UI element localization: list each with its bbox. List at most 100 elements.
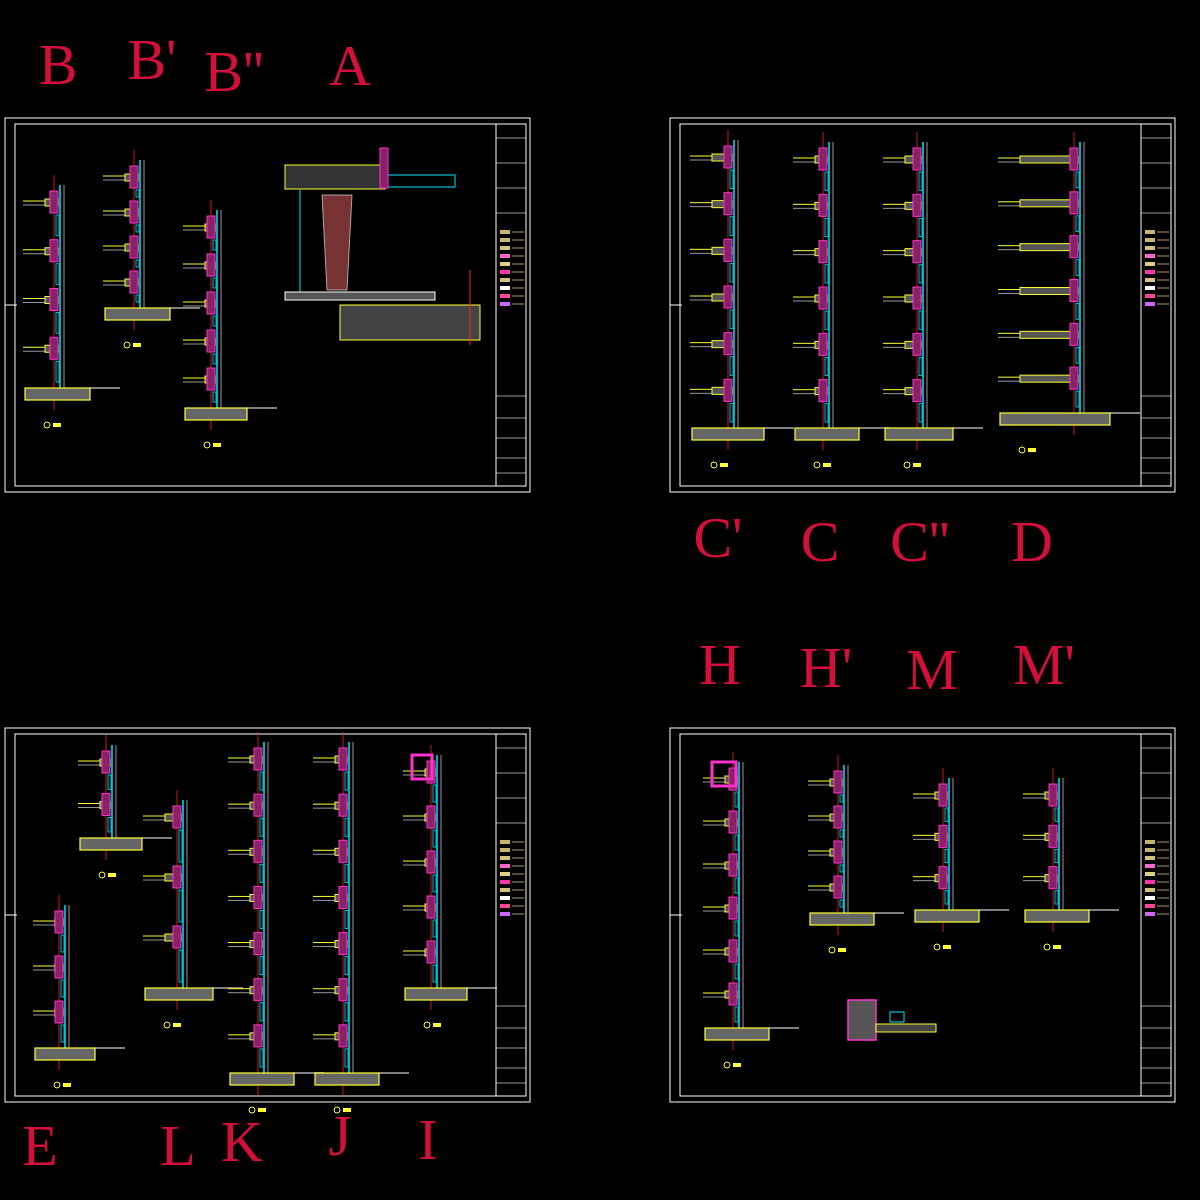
cad-linework: [885, 428, 953, 440]
cad-linework: [23, 302, 45, 303]
cad-linework: [228, 946, 250, 947]
cad-linework: [5, 118, 530, 492]
cad-linework: [183, 378, 205, 379]
cad-linework: [63, 1083, 71, 1087]
cad-linework: [500, 888, 510, 892]
cad-linework: [735, 921, 738, 936]
cad-linework: [913, 148, 921, 170]
cad-linework: [769, 1028, 799, 1029]
cad-linework: [730, 217, 733, 236]
cad-linework: [64, 905, 66, 1060]
cad-linework: [735, 792, 738, 807]
cad-linework: [260, 957, 263, 975]
cad-linework: [313, 946, 335, 947]
cad-linework: [313, 850, 335, 851]
cad-linework: [735, 878, 738, 893]
cad-linework: [23, 253, 45, 254]
cad-linework: [500, 270, 510, 274]
cad-linework: [500, 896, 510, 900]
cad-linework: [808, 886, 830, 887]
cad-linework: [998, 201, 1020, 202]
cad-linework: [919, 218, 922, 236]
cad-linework: [496, 473, 526, 474]
cad-linework: [228, 942, 250, 943]
cad-linework: [5, 305, 17, 306]
cad-linework: [50, 191, 58, 213]
cad-linework: [143, 880, 165, 881]
cad-linework: [339, 794, 347, 816]
cad-linework: [943, 945, 951, 949]
cad-linework: [207, 216, 215, 238]
cad-linework: [90, 388, 120, 389]
cad-linework: [173, 926, 181, 948]
cad-linework: [724, 146, 732, 168]
cad-linework: [1023, 794, 1045, 795]
cad-linework: [1157, 866, 1169, 867]
cad-linework: [345, 818, 348, 836]
cad-linework: [1145, 904, 1155, 908]
drawing-sheet: [670, 118, 1175, 492]
cad-linework: [1145, 840, 1155, 844]
cad-linework: [1141, 748, 1171, 749]
cad-linework: [228, 854, 250, 855]
cad-linework: [1053, 945, 1061, 949]
cad-linework: [913, 876, 935, 877]
cad-linework: [260, 910, 263, 928]
cad-linework: [512, 296, 524, 297]
cad-linework: [703, 954, 725, 955]
cad-linework: [213, 443, 221, 447]
wall-section: [690, 130, 794, 468]
cad-linework: [431, 745, 432, 1010]
cad-linework: [339, 886, 347, 908]
cad-linework: [833, 142, 834, 440]
cad-linework: [1141, 1083, 1171, 1084]
cad-linework: [339, 933, 347, 955]
cad-linework: [1049, 825, 1057, 847]
cad-linework: [1076, 260, 1079, 276]
cad-linework: [883, 158, 905, 159]
cad-linework: [500, 864, 510, 868]
section-letter: B: [39, 36, 78, 94]
cad-linework: [500, 286, 510, 290]
cad-linework: [922, 142, 924, 440]
cad-linework: [33, 1015, 55, 1016]
wall-section: [913, 768, 1009, 950]
cad-linework: [1023, 880, 1045, 881]
cad-linework: [1157, 288, 1169, 289]
cad-linework: [843, 765, 845, 925]
cad-linework: [313, 804, 335, 805]
cad-linework: [5, 915, 17, 916]
cad-linework: [948, 778, 950, 922]
cad-linework: [1028, 448, 1036, 452]
cad-linework: [102, 751, 110, 773]
cad-linework: [1141, 124, 1142, 486]
cad-linework: [53, 423, 61, 427]
cad-linework: [1063, 778, 1064, 922]
cad-linework: [33, 1011, 55, 1012]
cad-linework: [1055, 808, 1058, 821]
cad-linework: [61, 1025, 64, 1042]
cad-linework: [260, 864, 263, 882]
section-letter: C: [801, 513, 840, 571]
cad-linework: [730, 403, 733, 422]
cad-linework: [496, 458, 526, 459]
plan-detail: [412, 755, 936, 1040]
cad-linework: [467, 988, 497, 989]
cad-linework: [729, 897, 737, 919]
cad-linework: [1157, 842, 1169, 843]
cad-linework: [179, 890, 182, 922]
cad-linework: [80, 838, 142, 850]
cad-linework: [1141, 438, 1171, 439]
cad-linework: [427, 806, 435, 828]
cad-linework: [703, 782, 725, 783]
cad-linework: [345, 864, 348, 882]
cad-linework: [883, 204, 905, 205]
cad-linework: [403, 816, 425, 817]
wall-section: [313, 732, 409, 1113]
cad-linework: [733, 1063, 741, 1067]
cad-linework: [730, 263, 733, 282]
cad-linework: [690, 296, 712, 297]
cad-linework: [500, 872, 510, 876]
cad-linework: [500, 278, 510, 282]
